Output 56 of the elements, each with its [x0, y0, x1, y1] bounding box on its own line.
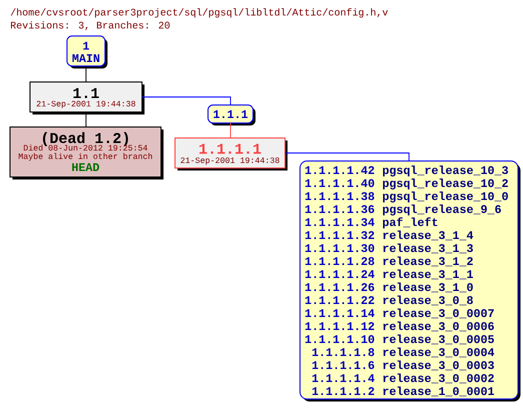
connector-line — [142, 96, 231, 106]
revision-number: 1.1.1.1.10 — [305, 335, 374, 344]
branch-name: MAIN — [72, 54, 100, 62]
branch-box — [208, 104, 256, 126]
tag-label: HEAD — [72, 163, 100, 171]
revision-number: 1.1.1.1.30 — [305, 244, 374, 252]
file-path: /home/cvsroot/parser3project/sql/pgsql/libltdl/Attic/config.h,v — [10, 8, 388, 18]
revision-number: 1.1.1.1.40 — [305, 179, 374, 188]
revision-number: 1.1.1.1.14 — [305, 309, 374, 317]
tag-name: release_3_0_0007 — [383, 308, 494, 318]
branch-number: 1.1.1 — [214, 110, 248, 118]
revision-number: 1.1.1.1.24 — [305, 270, 374, 278]
tag-name: release_3_1_3 — [383, 244, 473, 254]
date-text: 21-Sep-2001 19:44:38 — [180, 157, 280, 165]
tag-name: pgsql_release_10_2 — [383, 178, 508, 190]
date-text: 21-Sep-2001 19:44:38 — [36, 100, 136, 108]
revision-box — [174, 138, 288, 170]
tag-name: release_3_1_2 — [383, 256, 473, 266]
tag-name: release_3_0_0003 — [383, 360, 494, 370]
tag-name: paf_left — [383, 217, 438, 228]
revision-title: (Dead 1.2) — [43, 132, 128, 146]
revision-number: 1.1.1.1.34 — [305, 218, 374, 226]
revision-number: 1.1.1.1 — [200, 144, 261, 154]
revision-number: 1.1.1.1.26 — [305, 283, 374, 292]
tag-name: release_3_0_0002 — [383, 374, 494, 384]
revision-number: 1.1.1.1.38 — [305, 192, 374, 200]
revision-number: 1.1.1.1.42 — [305, 166, 374, 174]
revision-number: 1.1.1.1.36 — [305, 205, 374, 214]
tag-name: release_3_0_0005 — [383, 334, 494, 344]
revision-number: 1.1.1.1.4 — [312, 374, 374, 382]
tag-name: release_3_0_0004 — [383, 348, 494, 358]
tag-list-box — [300, 160, 520, 402]
revision-number: 1.1.1.1.28 — [305, 257, 374, 266]
revision-number: 1.1.1.1.22 — [305, 296, 374, 304]
connector-line — [284, 152, 410, 162]
revision-number: 1.1.1.1.2 — [312, 387, 374, 395]
revision-box — [30, 82, 144, 114]
note-text: Maybe alive in other branch — [18, 153, 152, 161]
tag-name: release_3_0_0006 — [383, 322, 494, 332]
revision-number: 1.1.1.1.8 — [312, 348, 374, 356]
tag-name: release_3_1_4 — [383, 230, 474, 240]
revision-number: 1.1.1.1.6 — [312, 361, 374, 370]
tag-name: pgsql_release_10_3 — [383, 166, 508, 176]
tag-name: release_3_1_1 — [383, 270, 473, 280]
connector-line — [230, 122, 231, 138]
revision-number: 1.1 — [74, 88, 99, 98]
tag-name: release_1_0_0001 — [383, 386, 494, 396]
revision-number: 1.1.1.1.32 — [305, 231, 374, 240]
branch-number: 1 — [83, 42, 90, 50]
tag-name: pgsql_release_9_6 — [383, 204, 501, 216]
revision-number: 1.1.1.1.12 — [305, 322, 374, 330]
branch-box — [66, 36, 108, 68]
dead-revision-box — [10, 126, 164, 180]
tag-name: release_3_1_0 — [383, 282, 473, 292]
tag-name: release_3_0_8 — [383, 296, 473, 306]
tag-name: pgsql_release_10_0 — [383, 192, 508, 202]
